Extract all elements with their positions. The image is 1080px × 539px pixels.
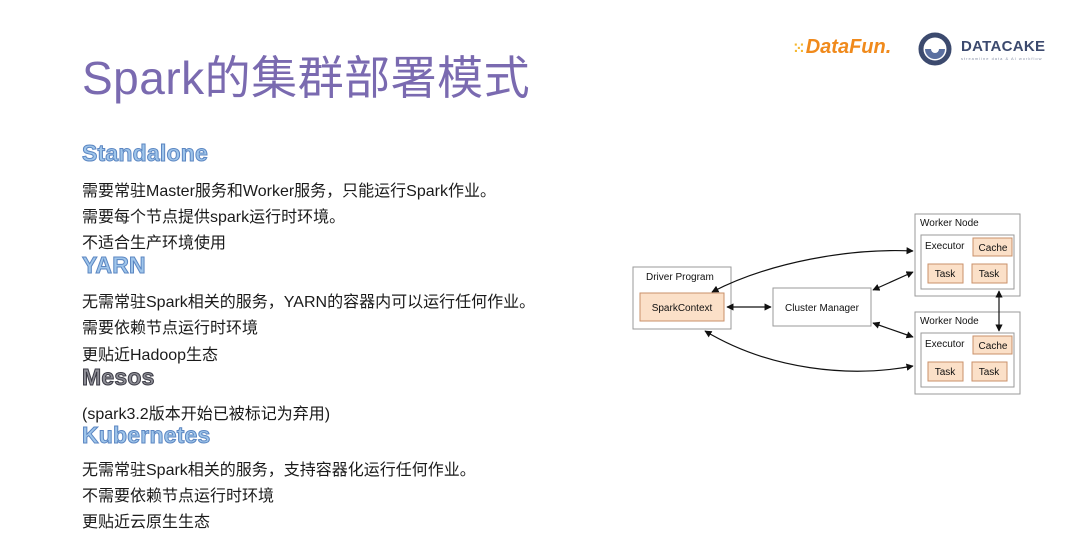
task-label-1b: Task bbox=[979, 269, 1001, 280]
task-box-2b bbox=[971, 361, 1008, 382]
heading-kubernetes: Kubernetes bbox=[82, 422, 211, 449]
worker-node-label-2: Worker Node bbox=[920, 316, 979, 327]
arrow-context-to-worker-2 bbox=[704, 330, 914, 372]
cache-label-2: Cache bbox=[979, 341, 1008, 352]
cluster-manager-box bbox=[772, 287, 872, 327]
spark-context-label: SparkContext bbox=[652, 303, 713, 314]
spark-context-box bbox=[639, 292, 725, 322]
heading-mesos: Mesos bbox=[82, 364, 155, 391]
task-label-1a: Task bbox=[935, 269, 957, 280]
kubernetes-line-2: 不需要依赖节点运行时环境 bbox=[82, 488, 275, 505]
datacake-logo-text: DATACAKE bbox=[961, 38, 1046, 55]
yarn-line-2: 需要依赖节点运行时环境 bbox=[82, 320, 259, 337]
driver-program-label: Driver Program bbox=[646, 272, 714, 283]
arrow-manager-to-worker-1 bbox=[872, 271, 914, 291]
datafun-logo: ⁙DataFun. bbox=[793, 36, 891, 59]
standalone-line-1: 需要常驻Master服务和Worker服务，只能运行Spark作业。 bbox=[82, 183, 496, 200]
arrow-manager-to-worker-2 bbox=[872, 321, 914, 339]
standalone-line-2: 需要每个节点提供spark运行时环境。 bbox=[82, 209, 346, 226]
heading-yarn: YARN bbox=[82, 252, 147, 279]
task-box-1b bbox=[971, 263, 1008, 284]
task-box-1a bbox=[927, 263, 964, 284]
task-label-2a: Task bbox=[935, 367, 957, 378]
datafun-logo-text: DataFun. bbox=[805, 36, 892, 58]
datafun-dots-icon: ⁙ bbox=[793, 40, 805, 56]
kubernetes-line-1: 无需常驻Spark相关的服务，支持容器化运行任何作业。 bbox=[82, 462, 476, 479]
cluster-manager-label: Cluster Manager bbox=[785, 303, 860, 314]
datacake-logo-tagline: streamline data & AI workflow bbox=[961, 56, 1043, 61]
arrow-context-to-worker-1 bbox=[711, 247, 914, 293]
mesos-line-1: (spark3.2版本开始已被标记为弃用) bbox=[82, 406, 331, 423]
datacake-logo-icon bbox=[918, 32, 952, 66]
executor-label-2: Executor bbox=[925, 339, 965, 350]
task-label-2b: Task bbox=[979, 367, 1001, 378]
executor-label-1: Executor bbox=[925, 241, 965, 252]
cache-box-2 bbox=[972, 335, 1013, 355]
slide-title: Spark的集群部署模式 bbox=[82, 52, 531, 104]
worker-node-label-1: Worker Node bbox=[920, 218, 979, 229]
cache-label-1: Cache bbox=[979, 243, 1008, 254]
kubernetes-line-3: 更贴近云原生生态 bbox=[82, 514, 211, 531]
yarn-line-3: 更贴近Hadoop生态 bbox=[82, 347, 219, 364]
standalone-line-3: 不适合生产环境使用 bbox=[82, 235, 227, 252]
task-box-2a bbox=[927, 361, 964, 382]
heading-standalone: Standalone bbox=[82, 140, 209, 167]
yarn-line-1: 无需常驻Spark相关的服务，YARN的容器内可以运行任何作业。 bbox=[82, 294, 536, 311]
cache-box-1 bbox=[972, 237, 1013, 257]
